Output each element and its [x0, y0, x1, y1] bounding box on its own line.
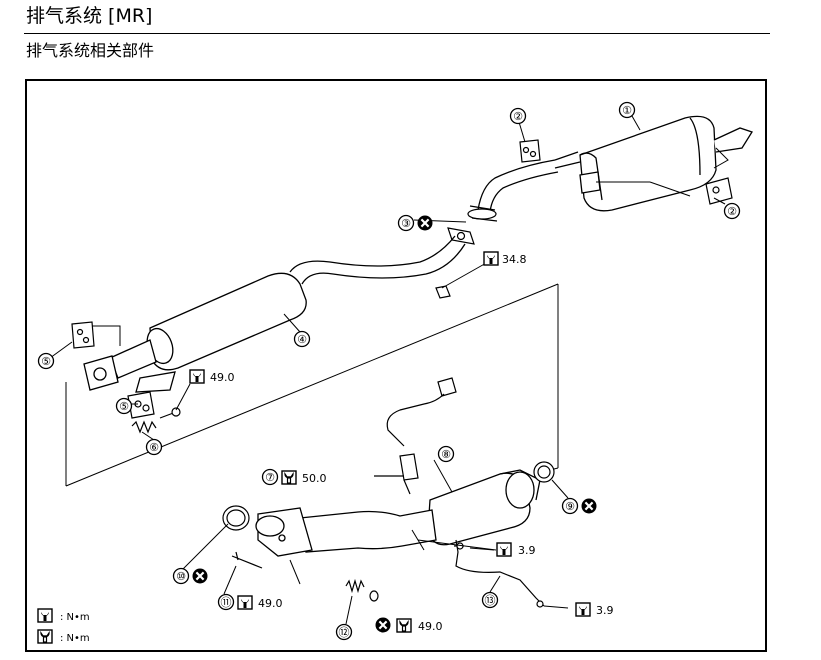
callout-8: ⑧ [437, 445, 455, 463]
do-not-reuse-icon [580, 497, 598, 515]
torque-34-8: 34.8 [483, 251, 527, 266]
callout-2-top: ② [509, 107, 527, 125]
callout-2-right: ② [723, 202, 741, 220]
center-muffler [83, 272, 307, 393]
callout-9: ⑨ [561, 497, 598, 515]
front-bracket [454, 539, 545, 608]
do-not-reuse-icon [416, 214, 434, 232]
hanger-rubber-right [705, 177, 733, 205]
spring-center [131, 420, 157, 434]
callout-10: ⑩ [172, 567, 209, 585]
torque-49-0-stud-value: 49.0 [258, 597, 283, 610]
callout-5-top-label: ⑤ [41, 355, 51, 368]
center-pipe [289, 235, 466, 285]
nut-center [435, 285, 451, 299]
bolt-center [159, 407, 181, 419]
bracket-lines [289, 529, 497, 585]
tail-pipe [477, 159, 559, 213]
torque-wrench-icon [483, 251, 499, 266]
callout-13: ⑬ [481, 591, 499, 609]
callout-2-top-label: ② [513, 110, 523, 123]
torque-wrench-icon [496, 542, 512, 557]
hanger-link [649, 181, 691, 197]
callout-8-label: ⑧ [441, 448, 451, 461]
callout-12-label: ⑫ [339, 626, 350, 639]
title-divider [24, 33, 770, 34]
callout-10-label: ⑩ [176, 570, 186, 583]
torque-49-0-center-value: 49.0 [210, 371, 235, 384]
torque-wrench-icon [37, 608, 53, 623]
callout-13-label: ⑬ [485, 594, 496, 607]
do-not-reuse-icon [191, 567, 209, 585]
callout-4: ④ [293, 330, 311, 348]
oxygen-sensor [374, 377, 457, 495]
main-muffler [554, 115, 753, 212]
callout-5-top: ⑤ [37, 352, 55, 370]
do-not-reuse-icon [374, 616, 392, 634]
torque-49-0-stud: 49.0 [237, 595, 283, 610]
torque-49-0-center: 49.0 [189, 369, 235, 384]
torque-50-0: 50.0 [281, 470, 327, 485]
torque-50-0-value: 50.0 [302, 472, 327, 485]
callout-9-label: ⑨ [565, 500, 575, 513]
torque-wrench-open-icon [396, 618, 412, 633]
hanger-bracket [713, 147, 729, 169]
gasket-rear-cat [533, 461, 555, 483]
callout-6-label: ⑥ [149, 441, 159, 454]
catalyst-converter [427, 469, 541, 546]
hanger-rubber-center-b [127, 391, 155, 419]
hanger-rubber-center-a [71, 321, 95, 349]
legend-nm-filled: : N•m [60, 612, 90, 623]
gasket-rear [467, 205, 498, 222]
torque-wrench-open-icon [37, 629, 53, 644]
callout-2-right-label: ② [727, 205, 737, 218]
torque-3-9-rear: 3.9 [575, 602, 614, 617]
callout-12: ⑫ [335, 623, 353, 641]
callout-5-bottom: ⑤ [115, 397, 133, 415]
callout-7: ⑦ [261, 468, 279, 486]
torque-3-9-bracket: 3.9 [496, 542, 536, 557]
torque-3-9-bracket-value: 3.9 [518, 544, 536, 557]
page-title: 排气系统 [MR] [26, 5, 153, 27]
callout-3-label: ③ [401, 217, 411, 230]
torque-49-0-spring: 49.0 [374, 616, 443, 634]
stud-bolt-front [231, 551, 263, 569]
callout-11: ⑪ [217, 593, 235, 611]
callout-11-label: ⑪ [221, 596, 232, 609]
callout-1-label: ① [622, 104, 632, 117]
torque-49-0-spring-value: 49.0 [418, 620, 443, 633]
nut-front [369, 590, 379, 602]
diagram-frame [25, 79, 767, 652]
torque-34-8-value: 34.8 [502, 253, 527, 266]
callout-1: ① [618, 101, 636, 119]
legend: : N•m : N•m [37, 608, 90, 644]
flange-rear [447, 227, 475, 245]
callout-7-label: ⑦ [265, 471, 275, 484]
spring-front [345, 578, 365, 594]
page-subtitle: 排气系统相关部件 [26, 41, 155, 60]
torque-wrench-icon [575, 602, 591, 617]
torque-wrench-icon [237, 595, 253, 610]
torque-wrench-open-icon [281, 470, 297, 485]
callout-3: ③ [397, 214, 434, 232]
torque-wrench-icon [189, 369, 205, 384]
callout-6: ⑥ [145, 438, 163, 456]
front-pipe [255, 507, 437, 557]
hanger-rubber-top [519, 139, 541, 163]
leader-lines [49, 115, 726, 625]
torque-3-9-rear-value: 3.9 [596, 604, 614, 617]
callout-5-bottom-label: ⑤ [119, 400, 129, 413]
legend-nm-open: : N•m [60, 633, 90, 644]
callout-4-label: ④ [297, 333, 307, 346]
gasket-front [222, 505, 250, 531]
